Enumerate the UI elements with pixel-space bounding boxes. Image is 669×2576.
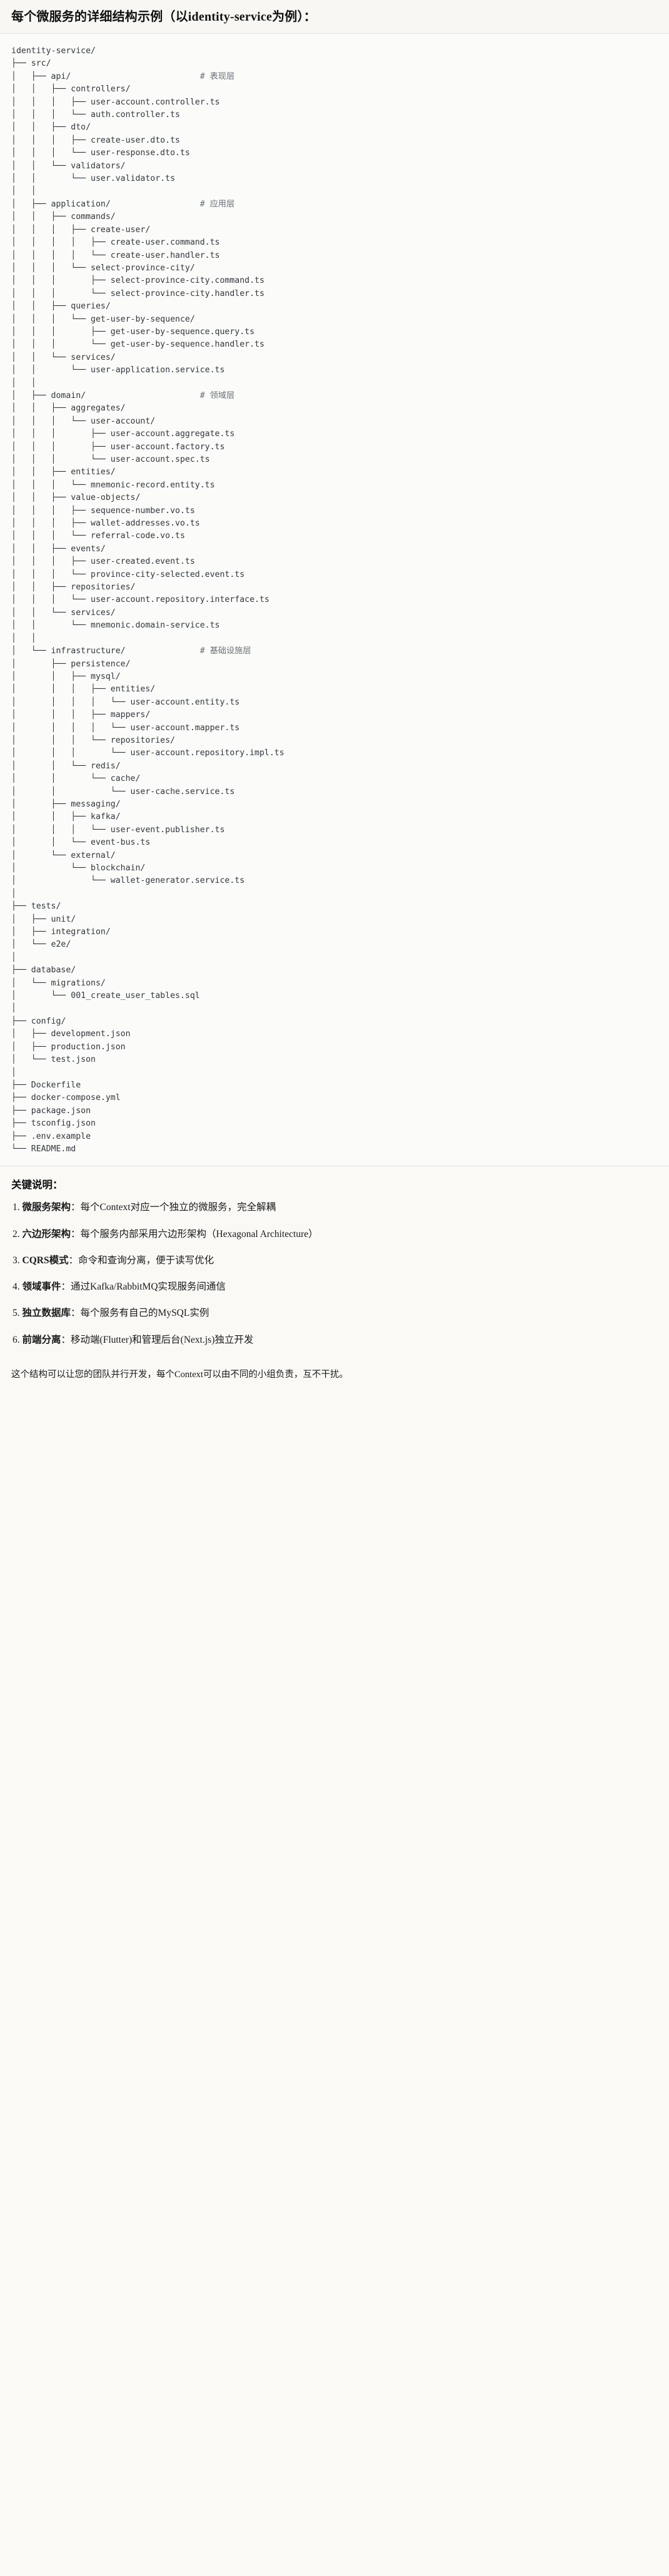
key-points-section: 关键说明： 微服务架构：每个Context对应一个独立的微服务，完全解耦 六边形…	[0, 1166, 669, 1364]
directory-tree-block: identity-service/ ├── src/ │ ├── api/ # …	[0, 34, 669, 1167]
key-point-term: 领域事件	[22, 1281, 61, 1293]
key-point-term: 六边形架构	[22, 1228, 71, 1240]
key-point-term: 前端分离	[22, 1334, 61, 1345]
key-point-separator: ：	[71, 1308, 81, 1319]
list-item: 微服务架构：每个Context对应一个独立的微服务，完全解耦	[13, 1200, 658, 1214]
key-point-term: 微服务架构	[22, 1202, 71, 1213]
directory-tree: identity-service/ ├── src/ │ ├── api/ # …	[11, 46, 284, 1154]
key-point-term: 独立数据库	[22, 1308, 71, 1319]
list-item: 前端分离：移动端(Flutter)和管理后台(Next.js)独立开发	[13, 1333, 658, 1347]
list-item: 领域事件：通过Kafka/RabbitMQ实现服务间通信	[13, 1280, 658, 1294]
key-point-description: 命令和查询分离，便于读写优化	[78, 1255, 214, 1266]
list-item: 六边形架构：每个服务内部采用六边形架构（Hexagonal Architectu…	[13, 1227, 658, 1241]
tree-layer-comment: # 应用层	[199, 199, 235, 209]
key-points-title: 关键说明：	[11, 1179, 63, 1191]
key-point-description: 每个Context对应一个独立的微服务，完全解耦	[80, 1202, 276, 1213]
tree-layer-comment: # 表现层	[199, 71, 235, 81]
key-point-separator: ：	[61, 1334, 71, 1345]
key-point-term: CQRS模式	[22, 1255, 69, 1266]
page-title: 每个微服务的详细结构示例（以identity-service为例）：	[11, 10, 316, 24]
key-point-separator: ：	[68, 1255, 79, 1266]
key-point-separator: ：	[71, 1202, 81, 1213]
document-header: 每个微服务的详细结构示例（以identity-service为例）：	[0, 0, 669, 34]
key-point-description: 通过Kafka/RabbitMQ实现服务间通信	[71, 1281, 226, 1293]
list-item: 独立数据库：每个服务有自己的MySQL实例	[13, 1306, 658, 1320]
list-item: CQRS模式：命令和查询分离，便于读写优化	[13, 1253, 658, 1268]
document-page: 每个微服务的详细结构示例（以identity-service为例）： ident…	[0, 0, 669, 1396]
closing-note: 这个结构可以让您的团队并行开发，每个Context可以由不同的小组负责，互不干扰…	[11, 1369, 348, 1380]
key-points-list: 微服务架构：每个Context对应一个独立的微服务，完全解耦 六边形架构：每个服…	[11, 1200, 658, 1347]
key-point-separator: ：	[61, 1281, 71, 1293]
key-point-separator: ：	[71, 1228, 81, 1240]
tree-layer-comment: # 基础设施层	[199, 646, 251, 656]
key-point-description: 每个服务有自己的MySQL实例	[80, 1308, 209, 1319]
key-point-description: 移动端(Flutter)和管理后台(Next.js)独立开发	[71, 1334, 254, 1345]
tree-layer-comment: # 领域层	[199, 390, 235, 400]
key-point-description: 每个服务内部采用六边形架构（Hexagonal Architecture）	[80, 1228, 318, 1240]
